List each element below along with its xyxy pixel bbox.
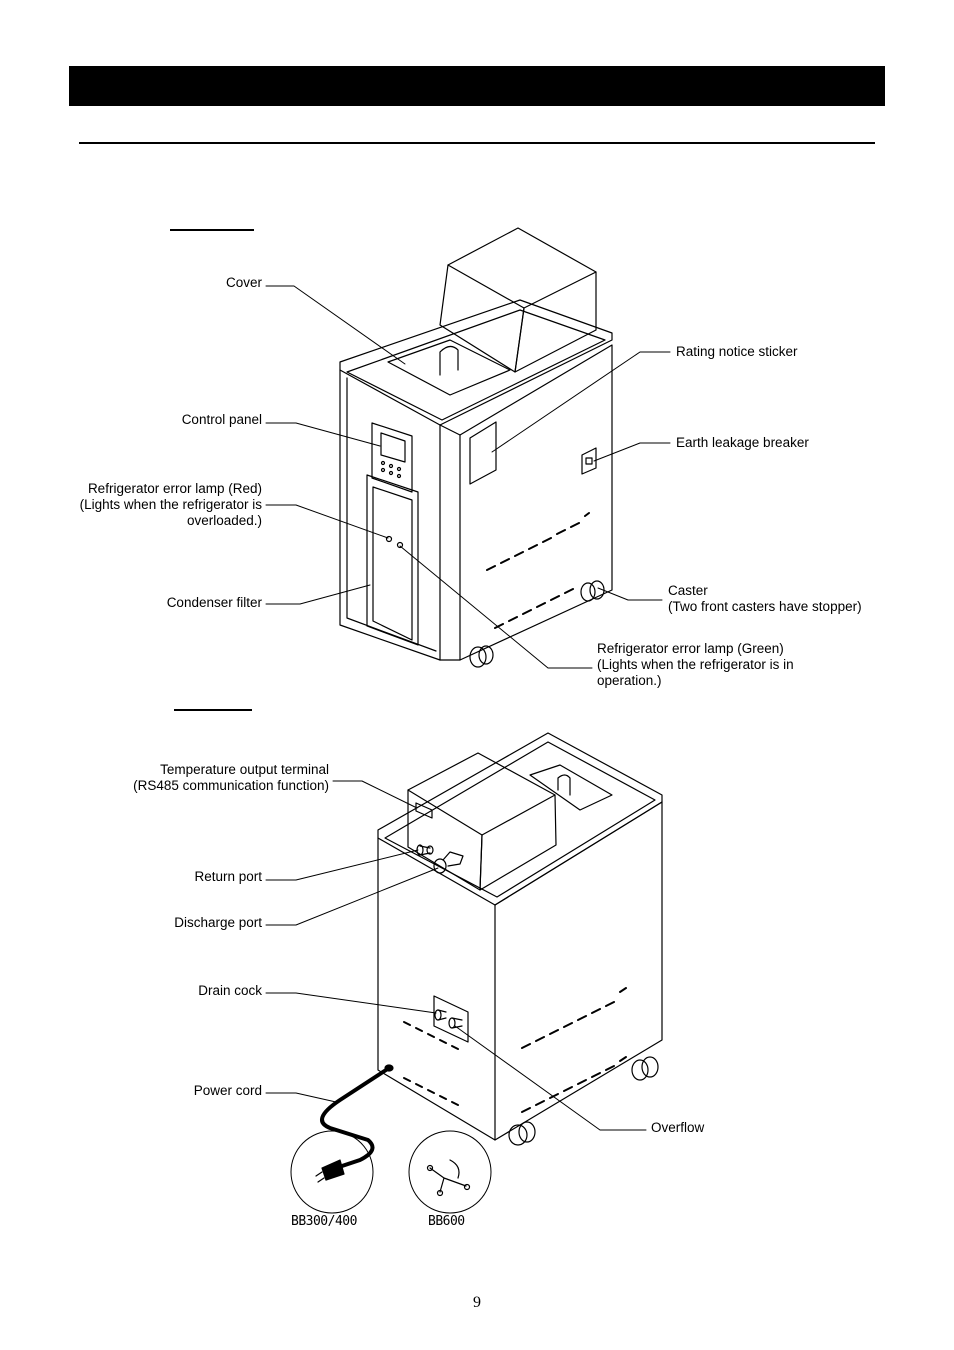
section-title-rule: [79, 142, 875, 144]
model-label-bb600: BB600: [428, 1214, 465, 1229]
label-earth-breaker: Earth leakage breaker: [676, 435, 809, 450]
front-unit-drawing: [339, 227, 613, 668]
label-green-lamp-line3: operation.): [597, 673, 662, 688]
label-green-lamp-line1: Refrigerator error lamp (Green): [597, 641, 784, 656]
label-temp-terminal: Temperature output terminal (RS485 commu…: [100, 762, 329, 794]
label-discharge-port: Discharge port: [174, 915, 262, 930]
label-drain-cock: Drain cock: [198, 983, 262, 998]
label-cover: Cover: [225, 275, 262, 290]
label-red-lamp-line3: overloaded.): [186, 513, 262, 528]
rear-view-heading-rule: [174, 709, 252, 711]
front-view-heading-rule: [170, 229, 254, 231]
label-red-lamp-line2: (Lights when the refrigerator is: [79, 497, 262, 512]
front-leader-lines: [265, 285, 671, 669]
label-return-port: Return port: [194, 869, 262, 884]
label-overflow: Overflow: [651, 1120, 705, 1135]
label-rating-sticker: Rating notice sticker: [676, 344, 798, 359]
label-control-panel: Control panel: [181, 412, 262, 427]
label-temp-terminal-line1: Temperature output terminal: [160, 762, 329, 777]
label-power-cord: Power cord: [193, 1083, 262, 1098]
label-caster: Caster (Two front casters have stopper): [668, 583, 888, 615]
label-temp-terminal-line2: (RS485 communication function): [133, 778, 329, 793]
label-green-lamp-line2: (Lights when the refrigerator is in: [597, 657, 794, 672]
label-red-lamp: Refrigerator error lamp (Red) (Lights wh…: [46, 481, 262, 529]
model-label-bb300-400: BB300/400: [291, 1214, 357, 1229]
rear-unit-drawing: [290, 732, 663, 1214]
label-green-lamp: Refrigerator error lamp (Green) (Lights …: [597, 641, 829, 689]
rear-leader-lines: [265, 780, 647, 1131]
label-caster-line1: Caster: [668, 583, 708, 598]
page-number: 9: [473, 1294, 481, 1311]
label-red-lamp-line1: Refrigerator error lamp (Red): [87, 481, 262, 496]
label-condenser-filter: Condenser filter: [166, 595, 262, 610]
header-bar: [69, 66, 885, 106]
label-caster-line2: (Two front casters have stopper): [668, 599, 862, 614]
